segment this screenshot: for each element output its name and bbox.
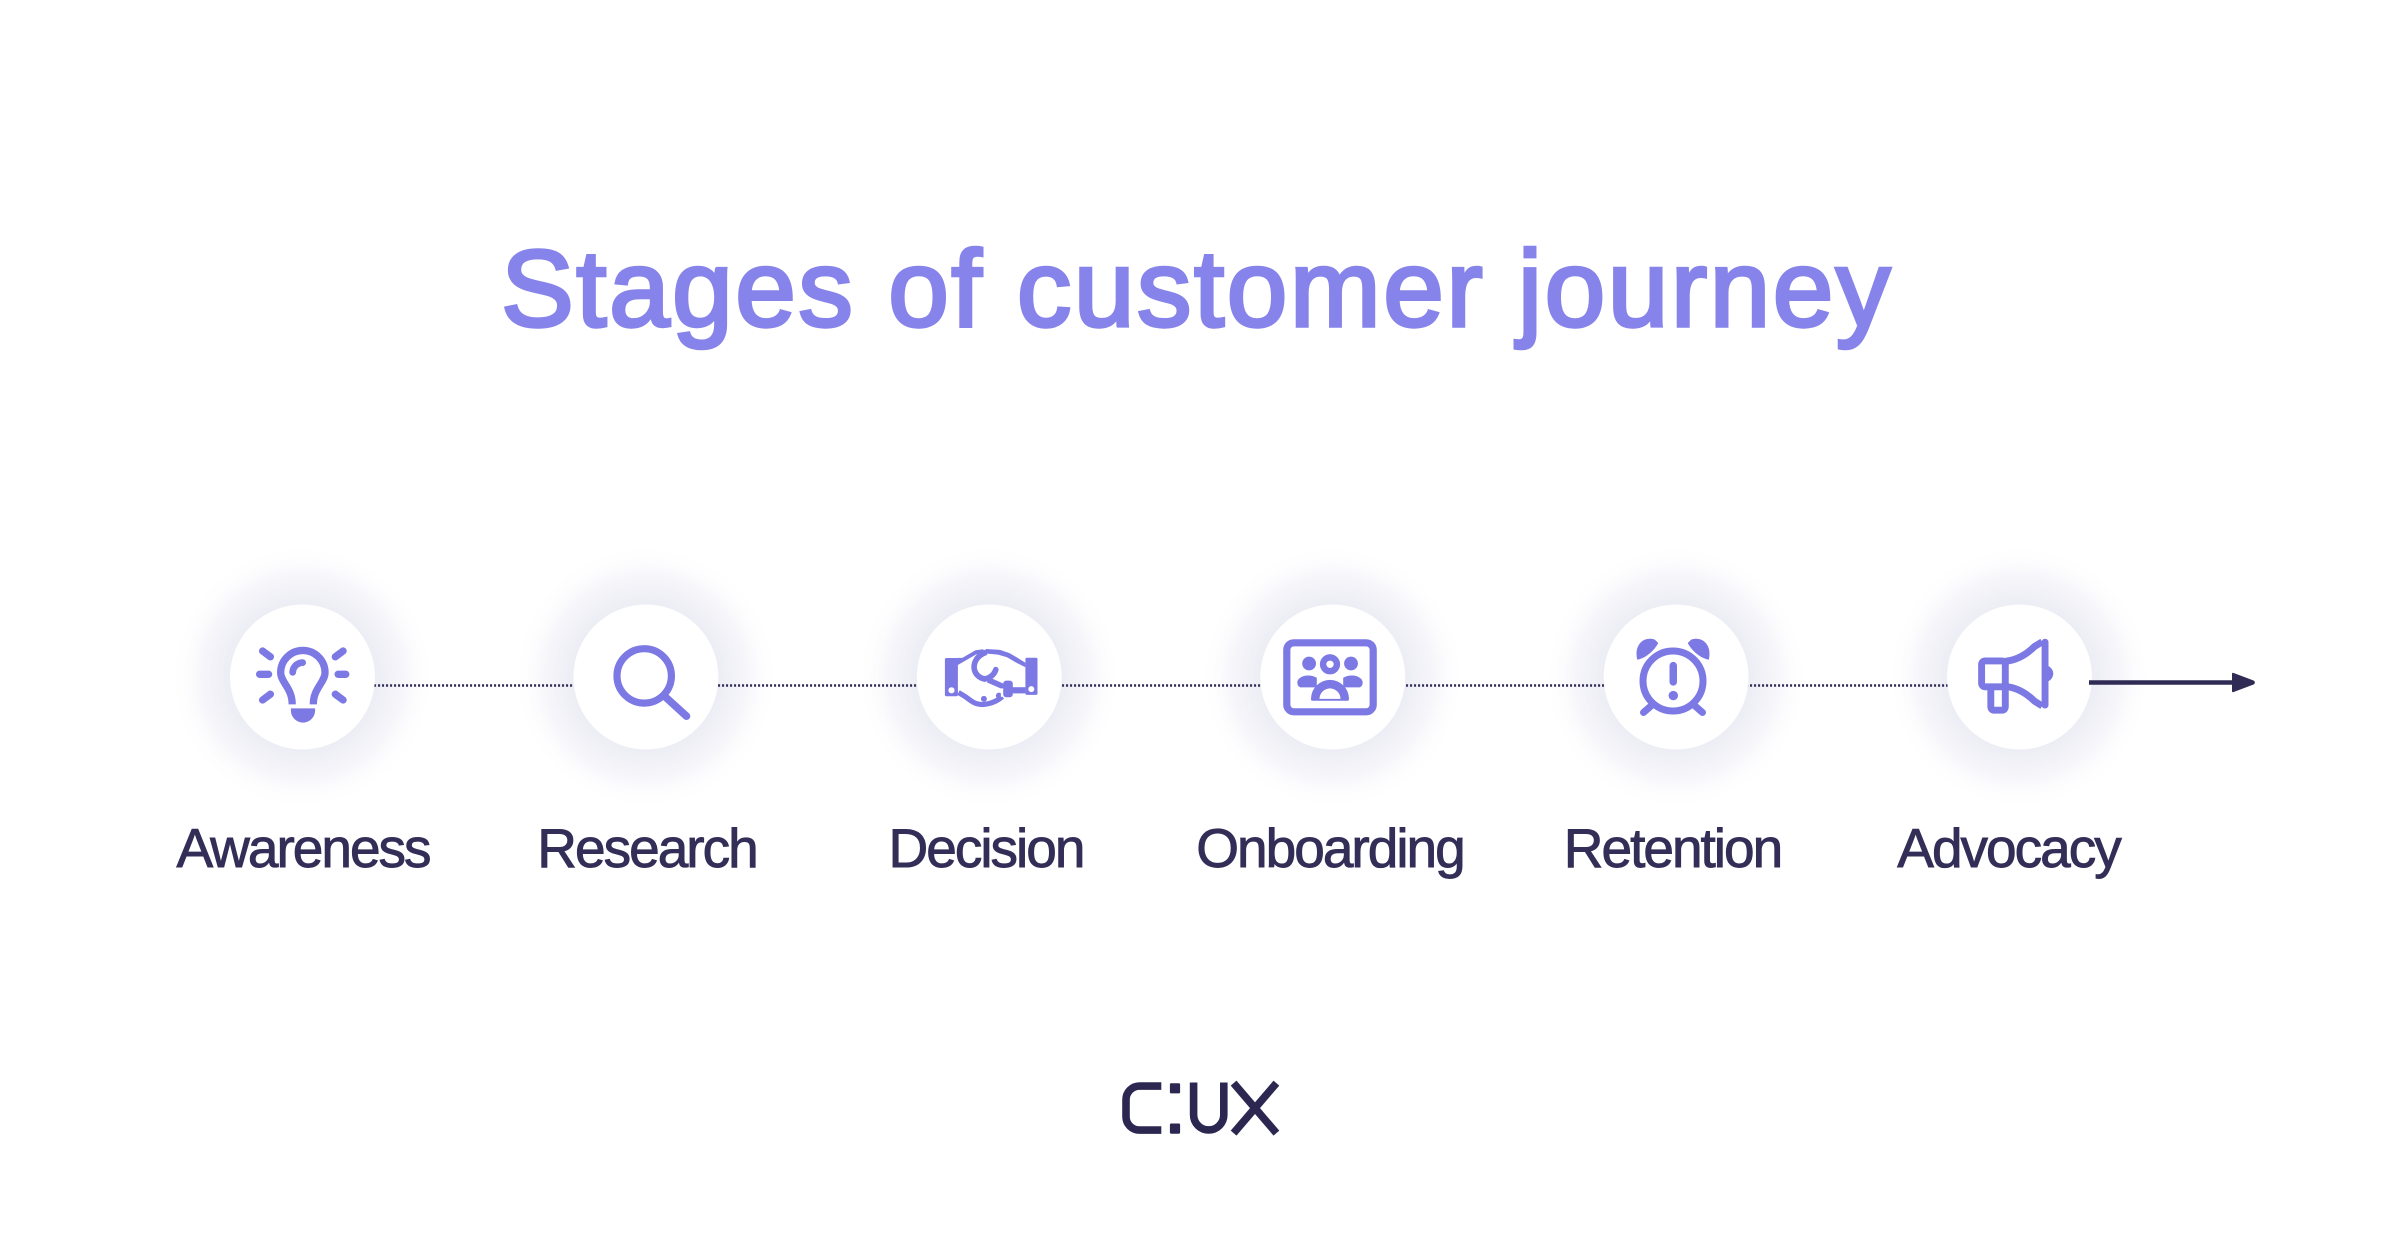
svg-text:Retention: Retention	[1564, 817, 1781, 879]
svg-text:Stages of customer journey: Stages of customer journey	[501, 228, 1893, 350]
svg-text:Awareness: Awareness	[176, 817, 430, 879]
svg-text:Decision: Decision	[889, 817, 1084, 879]
svg-text:Onboarding: Onboarding	[1196, 817, 1463, 879]
svg-text:Research: Research	[537, 817, 756, 879]
svg-text:Advocacy: Advocacy	[1897, 817, 2122, 879]
